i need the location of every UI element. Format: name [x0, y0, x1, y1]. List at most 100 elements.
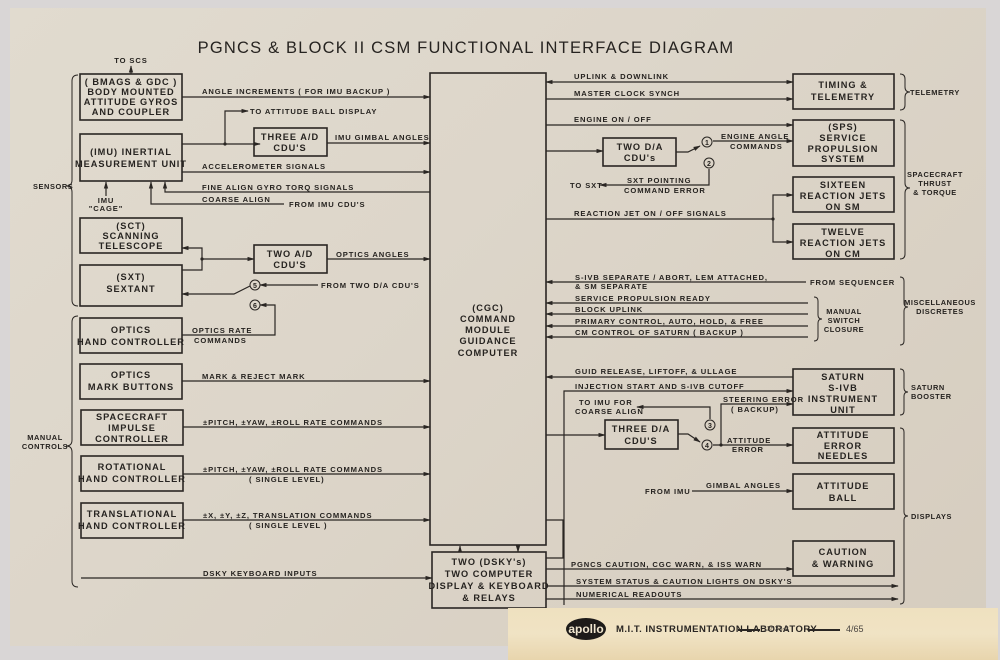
- svg-text:SWITCH: SWITCH: [828, 316, 861, 325]
- reaction-jet-label: REACTION JET ON / OFF SIGNALS: [574, 209, 727, 218]
- svg-text:SPACECRAFT: SPACECRAFT: [907, 170, 963, 179]
- steering-error-label: STEERING ERROR ( BACKUP): [723, 395, 804, 414]
- svg-text:CAUTION: CAUTION: [819, 547, 868, 557]
- displays-group-label: DISPLAYS: [911, 512, 952, 521]
- svg-text:ENGINE ANGLE: ENGINE ANGLE: [721, 132, 789, 141]
- rotational-hand-controller-label: ROTATIONAL HAND CONTROLLER: [78, 462, 185, 484]
- svg-text:TWO D/A: TWO D/A: [617, 142, 664, 152]
- coarse-align-line: [148, 181, 284, 205]
- svg-text:& TORQUE: & TORQUE: [913, 188, 957, 197]
- svg-text:& SM SEPARATE: & SM SEPARATE: [575, 282, 648, 291]
- saturn-booster-label: SATURN BOOSTER: [911, 383, 951, 401]
- svg-text:ON CM: ON CM: [825, 249, 861, 259]
- svg-text:ERROR: ERROR: [824, 441, 862, 451]
- manual-controls-brace: [65, 315, 79, 588]
- svg-text:REACTION JETS: REACTION JETS: [800, 238, 887, 248]
- translational-hand-controller-label: TRANSLATIONAL HAND CONTROLLER: [78, 509, 186, 531]
- manual-controls-group-label: MANUAL CONTROLS: [22, 433, 68, 451]
- twelve-jets-label: TWELVE REACTION JETS ON CM: [800, 227, 887, 259]
- svg-text:AND COUPLER: AND COUPLER: [92, 107, 170, 117]
- svg-text:PROPULSION: PROPULSION: [808, 144, 879, 154]
- to-attitude-ball-label: TO ATTITUDE BALL DISPLAY: [250, 107, 377, 116]
- svg-text:(SPS): (SPS): [828, 122, 858, 132]
- svg-text:(SXT): (SXT): [117, 272, 146, 282]
- svg-text:REACTION JETS: REACTION JETS: [800, 191, 887, 201]
- cm-control-saturn-label: CM CONTROL OF SATURN ( BACKUP ): [575, 328, 744, 337]
- from-imu-cdus-label: FROM IMU CDU'S: [289, 200, 365, 209]
- svg-text:3: 3: [708, 423, 712, 430]
- cgc-block: [429, 72, 547, 546]
- drawing-date: 4/65: [846, 624, 864, 634]
- junction-dot: [719, 443, 723, 447]
- svg-text:BALL: BALL: [829, 493, 858, 503]
- guid-release-label: GUID RELEASE, LIFTOFF, & ULLAGE: [575, 367, 737, 376]
- imu-block: [79, 133, 183, 182]
- svg-text:TIMING &: TIMING &: [818, 80, 867, 90]
- svg-text:ATTITUDE: ATTITUDE: [727, 436, 771, 445]
- translation-commands-label: ±X, ±Y, ±Z, TRANSLATION COMMANDS: [203, 511, 372, 520]
- apollo-logo: apollo: [566, 618, 606, 640]
- junction-dot: [200, 257, 204, 261]
- to-scs-label: TO SCS: [114, 56, 148, 65]
- svg-text:MISCELLANEOUS: MISCELLANEOUS: [904, 298, 976, 307]
- node-4: 4: [701, 439, 713, 451]
- svg-text:HAND CONTROLLER: HAND CONTROLLER: [78, 521, 186, 531]
- svg-text:CDU's: CDU's: [624, 153, 656, 163]
- injection-start-line: [563, 388, 794, 605]
- mark-reject-label: MARK & REJECT MARK: [202, 372, 306, 381]
- svg-text:GUIDANCE: GUIDANCE: [459, 336, 516, 346]
- node-3: 3: [704, 419, 716, 431]
- three-da-to-node4-line: [678, 433, 701, 443]
- svg-text:SATURN: SATURN: [821, 372, 865, 382]
- coarse-align-label: COARSE ALIGN: [202, 195, 271, 204]
- three-da-cdus-label: THREE D/A CDU'S: [612, 424, 670, 446]
- to-sxt-label: TO SXT: [570, 181, 603, 190]
- optics-to-two-ad-line: [182, 256, 255, 271]
- svg-text:OPTICS: OPTICS: [111, 325, 151, 335]
- svg-text:THRUST: THRUST: [918, 179, 952, 188]
- svg-text:ROTATIONAL: ROTATIONAL: [98, 462, 167, 472]
- svg-text:COMMAND: COMMAND: [460, 314, 516, 324]
- thrust-group-label: SPACECRAFT THRUST & TORQUE: [907, 170, 963, 197]
- telemetry-brace: [899, 73, 911, 111]
- numerical-readouts-label: NUMERICAL READOUTS: [576, 590, 682, 599]
- optics-angles-label: OPTICS ANGLES: [336, 250, 409, 259]
- sct-label: (SCT) SCANNING TELESCOPE: [99, 221, 163, 251]
- node-1: 1: [701, 136, 713, 148]
- translation-single-level-label: ( SINGLE LEVEL ): [249, 521, 327, 530]
- rotational-rate-label: ±PITCH, ±YAW, ±ROLL RATE COMMANDS: [203, 465, 383, 474]
- svg-text:S-IVB SEPARATE / ABORT, LEM: S-IVB SEPARATE / ABORT, LEM ATTACHED,: [575, 273, 768, 282]
- attitude-error-needles-block: [792, 427, 895, 464]
- svg-text:BODY MOUNTED: BODY MOUNTED: [87, 87, 174, 97]
- manual-switch-brace: [813, 296, 823, 342]
- bmags-label: ( BMAGS & GDC ) BODY MOUNTED ATTITUDE GY…: [84, 77, 178, 117]
- svg-text:TWELVE: TWELVE: [821, 227, 865, 237]
- svg-text:TWO A/D: TWO A/D: [267, 249, 313, 259]
- fine-align-line: [162, 181, 430, 193]
- svg-text:SCANNING: SCANNING: [102, 231, 159, 241]
- sxt-pointing-label: SXT POINTING COMMAND ERROR: [624, 176, 705, 195]
- svg-text:OPTICS RATE: OPTICS RATE: [192, 326, 252, 335]
- system-status-label: SYSTEM STATUS & CAUTION LIGHTS ON DSKY'S: [576, 577, 792, 586]
- svg-text:ATTITUDE: ATTITUDE: [817, 481, 870, 491]
- svg-text:CONTROLS: CONTROLS: [22, 442, 68, 451]
- svg-text:SXT POINTING: SXT POINTING: [627, 176, 691, 185]
- optics-hand-controller-label: OPTICS HAND CONTROLLER: [77, 325, 184, 347]
- svg-text:1: 1: [705, 140, 709, 147]
- optics-to-sct-line: [181, 245, 203, 259]
- svg-text:( BMAGS & GDC ): ( BMAGS & GDC ): [85, 77, 178, 87]
- attitude-ball-label: ATTITUDE BALL: [817, 481, 870, 503]
- svg-text:STEERING ERROR: STEERING ERROR: [723, 395, 804, 404]
- from-imu-label: FROM IMU: [645, 487, 691, 496]
- timing-telemetry-label: TIMING & TELEMETRY: [811, 80, 874, 102]
- footer-divider: [738, 629, 760, 631]
- optics-rate-line: [182, 302, 276, 336]
- two-ad-cdus-label: TWO A/D CDU'S: [267, 249, 313, 270]
- sxt-block: [79, 264, 183, 307]
- svg-text:S-IVB: S-IVB: [828, 383, 858, 393]
- optics-rate-label: OPTICS RATE COMMANDS: [192, 326, 252, 345]
- two-da-cdus-label: TWO D/A CDU's: [617, 142, 664, 163]
- svg-text:TRANSLATIONAL: TRANSLATIONAL: [87, 509, 177, 519]
- node3-to-imu-line: [636, 404, 711, 419]
- drawing-number: 13533-2: [763, 626, 789, 633]
